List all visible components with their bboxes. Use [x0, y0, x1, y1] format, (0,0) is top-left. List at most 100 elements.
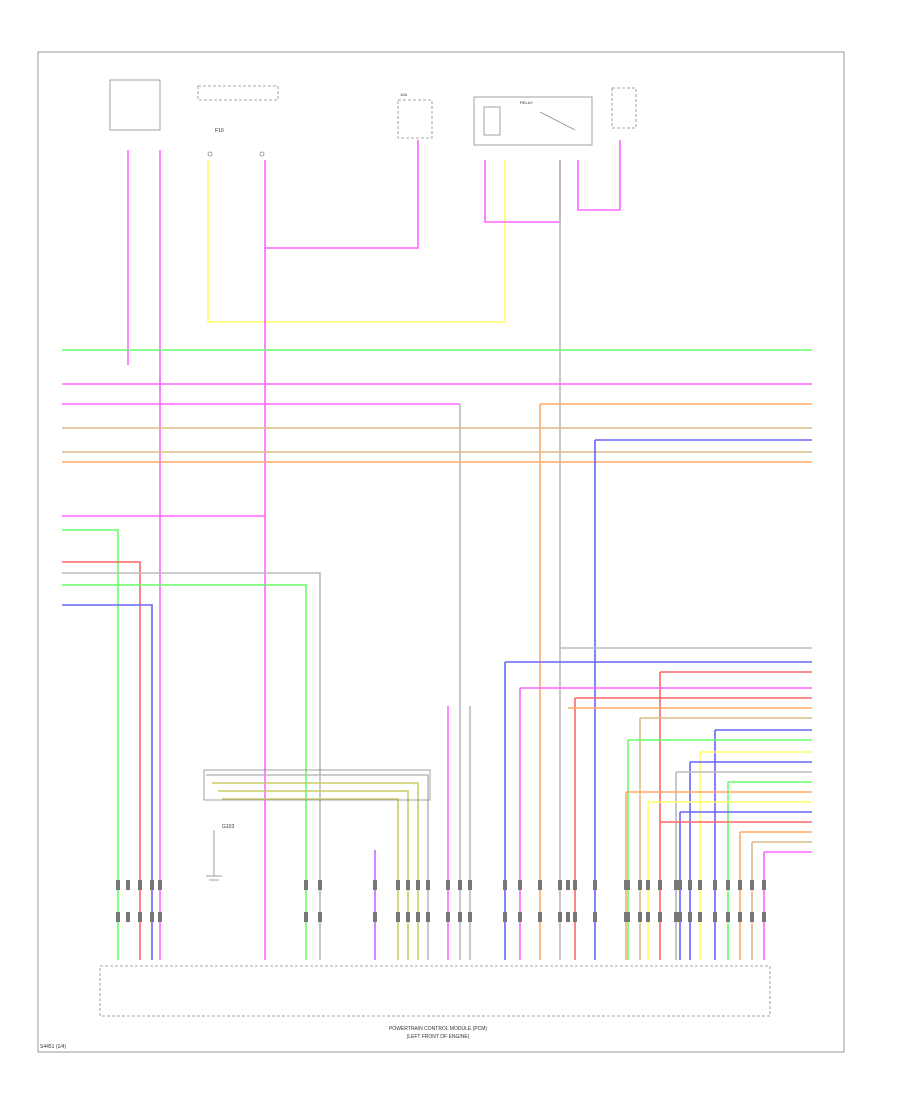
connector-pin-24-0 [638, 880, 642, 890]
wire-olive-63 [212, 782, 419, 960]
connector-pin-25-1 [646, 912, 650, 922]
wire-green-20 [62, 529, 119, 960]
connector-pin-5-1 [304, 912, 308, 922]
pcm-module: POWERTRAIN CONTROL MODULE (PCM) (LEFT FR… [99, 965, 771, 1040]
connector-pin-35-1 [762, 912, 766, 922]
connector-pin-3-1 [150, 912, 154, 922]
wire-green-23 [62, 584, 307, 960]
connector-layer [116, 880, 766, 922]
connector-pin-27-1 [674, 912, 678, 922]
connector-pin-31-0 [713, 880, 717, 890]
diagram-frame [37, 51, 845, 1053]
sensor-top-left [109, 79, 161, 131]
connector-pin-4-0 [158, 880, 162, 890]
relay-label: RELAY [520, 100, 533, 105]
connector-pin-25-0 [646, 880, 650, 890]
connector-pin-8-0 [396, 880, 400, 890]
connector-pin-27-0 [674, 880, 678, 890]
connector-pin-17-0 [538, 880, 542, 890]
connector-pin-34-0 [750, 880, 754, 890]
connector-pin-12-0 [446, 880, 450, 890]
connector-pin-29-1 [688, 912, 692, 922]
connector-pin-15-0 [503, 880, 507, 890]
fuse-left-label: F10 [215, 128, 224, 134]
connector-pin-9-0 [406, 880, 410, 890]
connector-pin-1-0 [126, 880, 130, 890]
connector-pin-7-0 [373, 880, 377, 890]
wire-pink-5 [484, 160, 561, 223]
connector-pin-10-0 [416, 880, 420, 890]
connector-pin-18-0 [558, 880, 562, 890]
connector-pin-16-0 [518, 880, 522, 890]
ground-label: G103 [222, 824, 234, 830]
connector-pin-6-0 [318, 880, 322, 890]
connector-pin-13-1 [458, 912, 462, 922]
connector-pin-26-1 [658, 912, 662, 922]
connector-pin-15-1 [503, 912, 507, 922]
connector-pin-21-0 [593, 880, 597, 890]
connector-pin-14-0 [468, 880, 472, 890]
relay-box: RELAY [473, 87, 637, 146]
connector-pin-11-0 [426, 880, 430, 890]
connector-pin-31-1 [713, 912, 717, 922]
connector-pin-0-0 [116, 880, 120, 890]
connector-pin-32-0 [726, 880, 730, 890]
wire-pink-6 [577, 140, 621, 211]
wire-gray-22 [62, 572, 321, 960]
connector-pin-33-0 [738, 880, 742, 890]
connector-pin-28-1 [678, 912, 682, 922]
connector-pin-1-1 [126, 912, 130, 922]
connector-pin-24-1 [638, 912, 642, 922]
connector-pin-9-1 [406, 912, 410, 922]
fuse-block: F10 [197, 85, 279, 157]
connector-pin-17-1 [538, 912, 542, 922]
wire-yellow-2 [207, 160, 506, 323]
wire-red-21 [62, 561, 141, 960]
connector-pin-29-0 [688, 880, 692, 890]
connector-pin-20-1 [573, 912, 577, 922]
connector-pin-26-0 [658, 880, 662, 890]
connector-pin-2-0 [138, 880, 142, 890]
footer-code: S4451 (1/4) [40, 1044, 66, 1050]
connector-pin-11-1 [426, 912, 430, 922]
connector-pin-18-1 [558, 912, 562, 922]
connector-pin-23-1 [626, 912, 630, 922]
connector-pin-14-1 [468, 912, 472, 922]
wire-olive-65 [222, 798, 399, 960]
connector-pin-5-0 [304, 880, 308, 890]
wire-gray-62 [206, 774, 429, 960]
splice-bundle [203, 769, 431, 801]
ground-symbol: G103 [206, 824, 234, 881]
connector-pin-2-1 [138, 912, 142, 922]
connector-pin-7-1 [373, 912, 377, 922]
connector-pin-13-0 [458, 880, 462, 890]
connector-pin-23-0 [626, 880, 630, 890]
module-label-line1: POWERTRAIN CONTROL MODULE (PCM) [389, 1026, 487, 1032]
connector-pin-34-1 [750, 912, 754, 922]
wire-layer [62, 140, 812, 960]
wire-pink-3 [264, 140, 419, 249]
connector-pin-21-1 [593, 912, 597, 922]
connector-pin-30-0 [698, 880, 702, 890]
connector-pin-19-0 [566, 880, 570, 890]
connector-pin-35-0 [762, 880, 766, 890]
connector-pin-19-1 [566, 912, 570, 922]
switch-block: 15A [397, 92, 433, 139]
wire-blue-24 [62, 604, 153, 960]
connector-pin-12-1 [446, 912, 450, 922]
wire-olive-64 [218, 790, 409, 960]
connector-pin-0-1 [116, 912, 120, 922]
connector-pin-4-1 [158, 912, 162, 922]
connector-pin-10-1 [416, 912, 420, 922]
connector-pin-28-0 [678, 880, 682, 890]
connector-pin-6-1 [318, 912, 322, 922]
connector-pin-33-1 [738, 912, 742, 922]
fuse-mid-label: 15A [400, 92, 407, 97]
connector-pin-32-1 [726, 912, 730, 922]
connector-pin-8-1 [396, 912, 400, 922]
module-label-line2: (LEFT FRONT OF ENGINE) [407, 1034, 470, 1040]
connector-pin-3-0 [150, 880, 154, 890]
connector-pin-20-0 [573, 880, 577, 890]
connector-pin-30-1 [698, 912, 702, 922]
